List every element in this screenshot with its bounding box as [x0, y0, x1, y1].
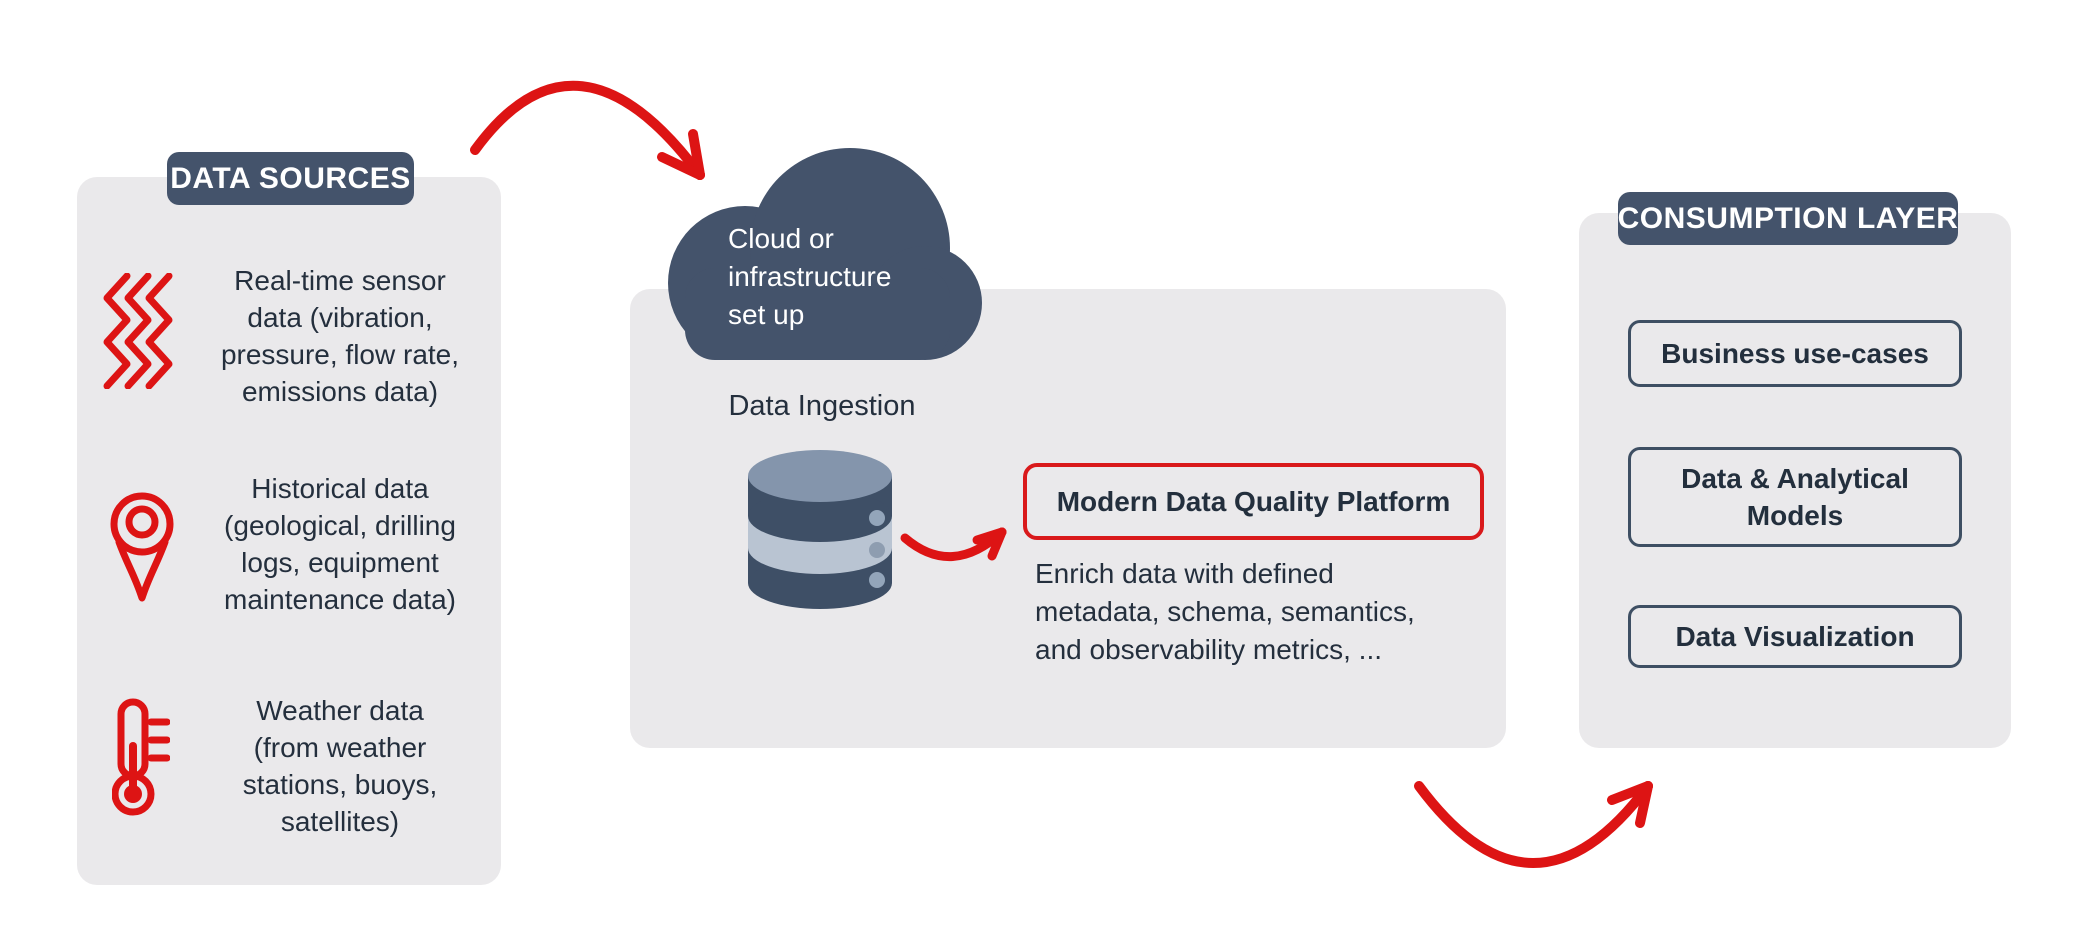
- data-sources-label: DATA SOURCES: [167, 152, 414, 205]
- data-visualization-box: Data Visualization: [1628, 605, 1962, 668]
- cloud-icon: [645, 148, 990, 360]
- consumption-layer-label-text: CONSUMPTION LAYER: [1617, 201, 1959, 235]
- thermometer-icon: [112, 698, 170, 816]
- modern-data-quality-platform-label: Modern Data Quality Platform: [1056, 485, 1451, 517]
- platform-description: Enrich data with defined metadata, schem…: [1035, 558, 1415, 665]
- data-analytical-models-label: Data & Analytical Models: [1681, 463, 1909, 531]
- location-pin-icon: [108, 478, 176, 608]
- vibration-icon: [103, 273, 173, 389]
- arrow-platform-to-consumption: [1414, 781, 1653, 868]
- data-sources-label-text: DATA SOURCES: [170, 161, 411, 195]
- database-icon: [745, 448, 895, 613]
- data-ingestion-label: Data Ingestion: [728, 390, 916, 422]
- data-analytical-models-box: Data & Analytical Models: [1628, 447, 1962, 547]
- data-source-item-sensor: Real-time sensor data (vibration, pressu…: [220, 265, 460, 407]
- data-source-item-weather: Weather data (from weather stations, buo…: [242, 695, 438, 837]
- data-source-item-historical: Historical data (geological, drilling lo…: [224, 473, 456, 615]
- business-use-cases-box: Business use-cases: [1628, 320, 1962, 387]
- modern-data-quality-platform-box: Modern Data Quality Platform: [1023, 463, 1484, 540]
- consumption-panel: [1579, 213, 2011, 748]
- cloud-label: Cloud or infrastructure set up: [728, 223, 892, 330]
- consumption-layer-label: CONSUMPTION LAYER: [1618, 192, 1958, 245]
- data-visualization-label: Data Visualization: [1675, 621, 1915, 652]
- business-use-cases-label: Business use-cases: [1661, 338, 1929, 369]
